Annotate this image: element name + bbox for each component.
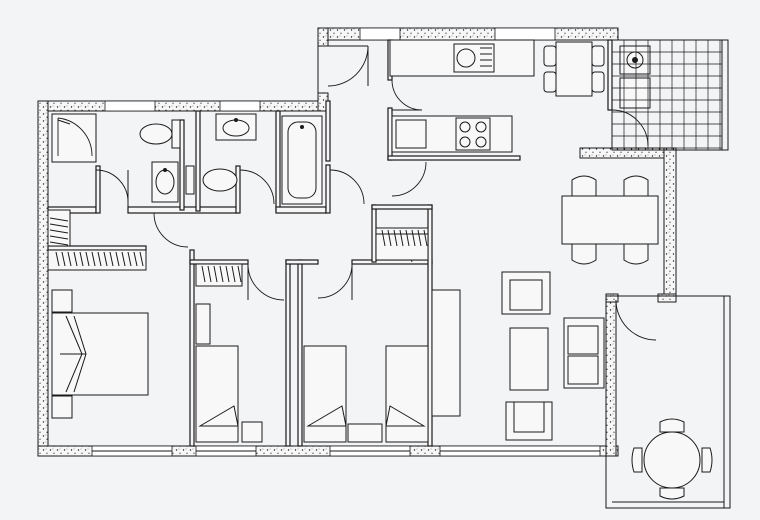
hanger-mark — [381, 229, 386, 247]
terrace-tile-grid — [612, 40, 722, 150]
kitchen-table — [543, 41, 605, 97]
hanger-mark — [231, 265, 236, 283]
hanger-mark — [61, 251, 66, 267]
hanger-mark — [237, 265, 242, 283]
hanger-mark — [85, 251, 90, 267]
hanger-mark — [423, 229, 428, 247]
sink-2 — [215, 113, 257, 141]
bathtub — [281, 115, 323, 205]
bottom-windows — [91, 445, 601, 457]
sink-1 — [151, 161, 179, 203]
master-wardrobe — [47, 209, 147, 271]
bathroom-left — [51, 113, 97, 163]
hanger-mark — [115, 251, 120, 267]
hanger-mark — [411, 229, 416, 247]
terrace-top — [611, 39, 729, 151]
hanger-mark — [49, 229, 69, 234]
wardrobe-hangers — [49, 217, 428, 283]
kitchen-counter-top — [389, 39, 535, 77]
hanger-mark — [91, 251, 96, 267]
hanger-mark — [67, 251, 72, 267]
terrace-bottom — [605, 295, 731, 509]
toilet-2 — [185, 165, 238, 195]
washer — [619, 45, 651, 109]
hanger-mark — [417, 229, 422, 247]
hanger-mark — [133, 251, 138, 267]
hanger-mark — [213, 265, 218, 283]
hanger-mark — [55, 251, 60, 267]
bedroom-3 — [303, 345, 429, 443]
hanger-mark — [103, 251, 108, 267]
toilet-1 — [139, 119, 181, 149]
hanger-mark — [49, 235, 69, 240]
dining-table — [561, 175, 659, 265]
hanger-mark — [79, 251, 84, 267]
hanger-mark — [219, 265, 224, 283]
hanger-mark — [127, 251, 132, 267]
living-furniture — [431, 271, 605, 441]
hanger-mark — [49, 223, 69, 228]
hanger-mark — [387, 229, 392, 247]
hanger-mark — [399, 229, 404, 247]
hanger-mark — [73, 251, 78, 267]
hanger-mark — [207, 265, 212, 283]
hanger-mark — [225, 265, 230, 283]
kitchen-counter-bottom — [391, 115, 513, 153]
hanger-mark — [109, 251, 114, 267]
hanger-mark — [49, 241, 69, 246]
hanger-mark — [97, 251, 102, 267]
hanger-mark — [393, 229, 398, 247]
hanger-mark — [405, 229, 410, 247]
master-bed — [51, 289, 149, 419]
hanger-mark — [121, 251, 126, 267]
bedroom-2 — [195, 263, 263, 443]
hanger-mark — [139, 251, 144, 267]
hanger-mark — [201, 265, 206, 283]
hanger-mark — [49, 217, 69, 222]
doors — [95, 45, 657, 341]
